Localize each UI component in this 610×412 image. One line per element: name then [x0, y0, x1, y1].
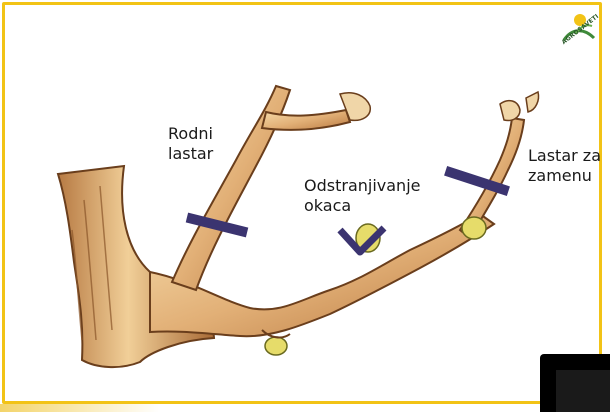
bud-icon — [265, 337, 287, 355]
bottom-glow — [0, 404, 160, 412]
label-replacement-shoot: Lastar za zamenu — [528, 146, 601, 186]
bud-icon — [462, 217, 486, 239]
brand-logo: AGROSAVETI — [554, 10, 600, 48]
dark-corner-inner — [556, 370, 610, 412]
label-fruiting-shoot: Rodni lastar — [168, 124, 213, 164]
label-bud-removal: Odstranjivanje okaca — [304, 176, 420, 216]
